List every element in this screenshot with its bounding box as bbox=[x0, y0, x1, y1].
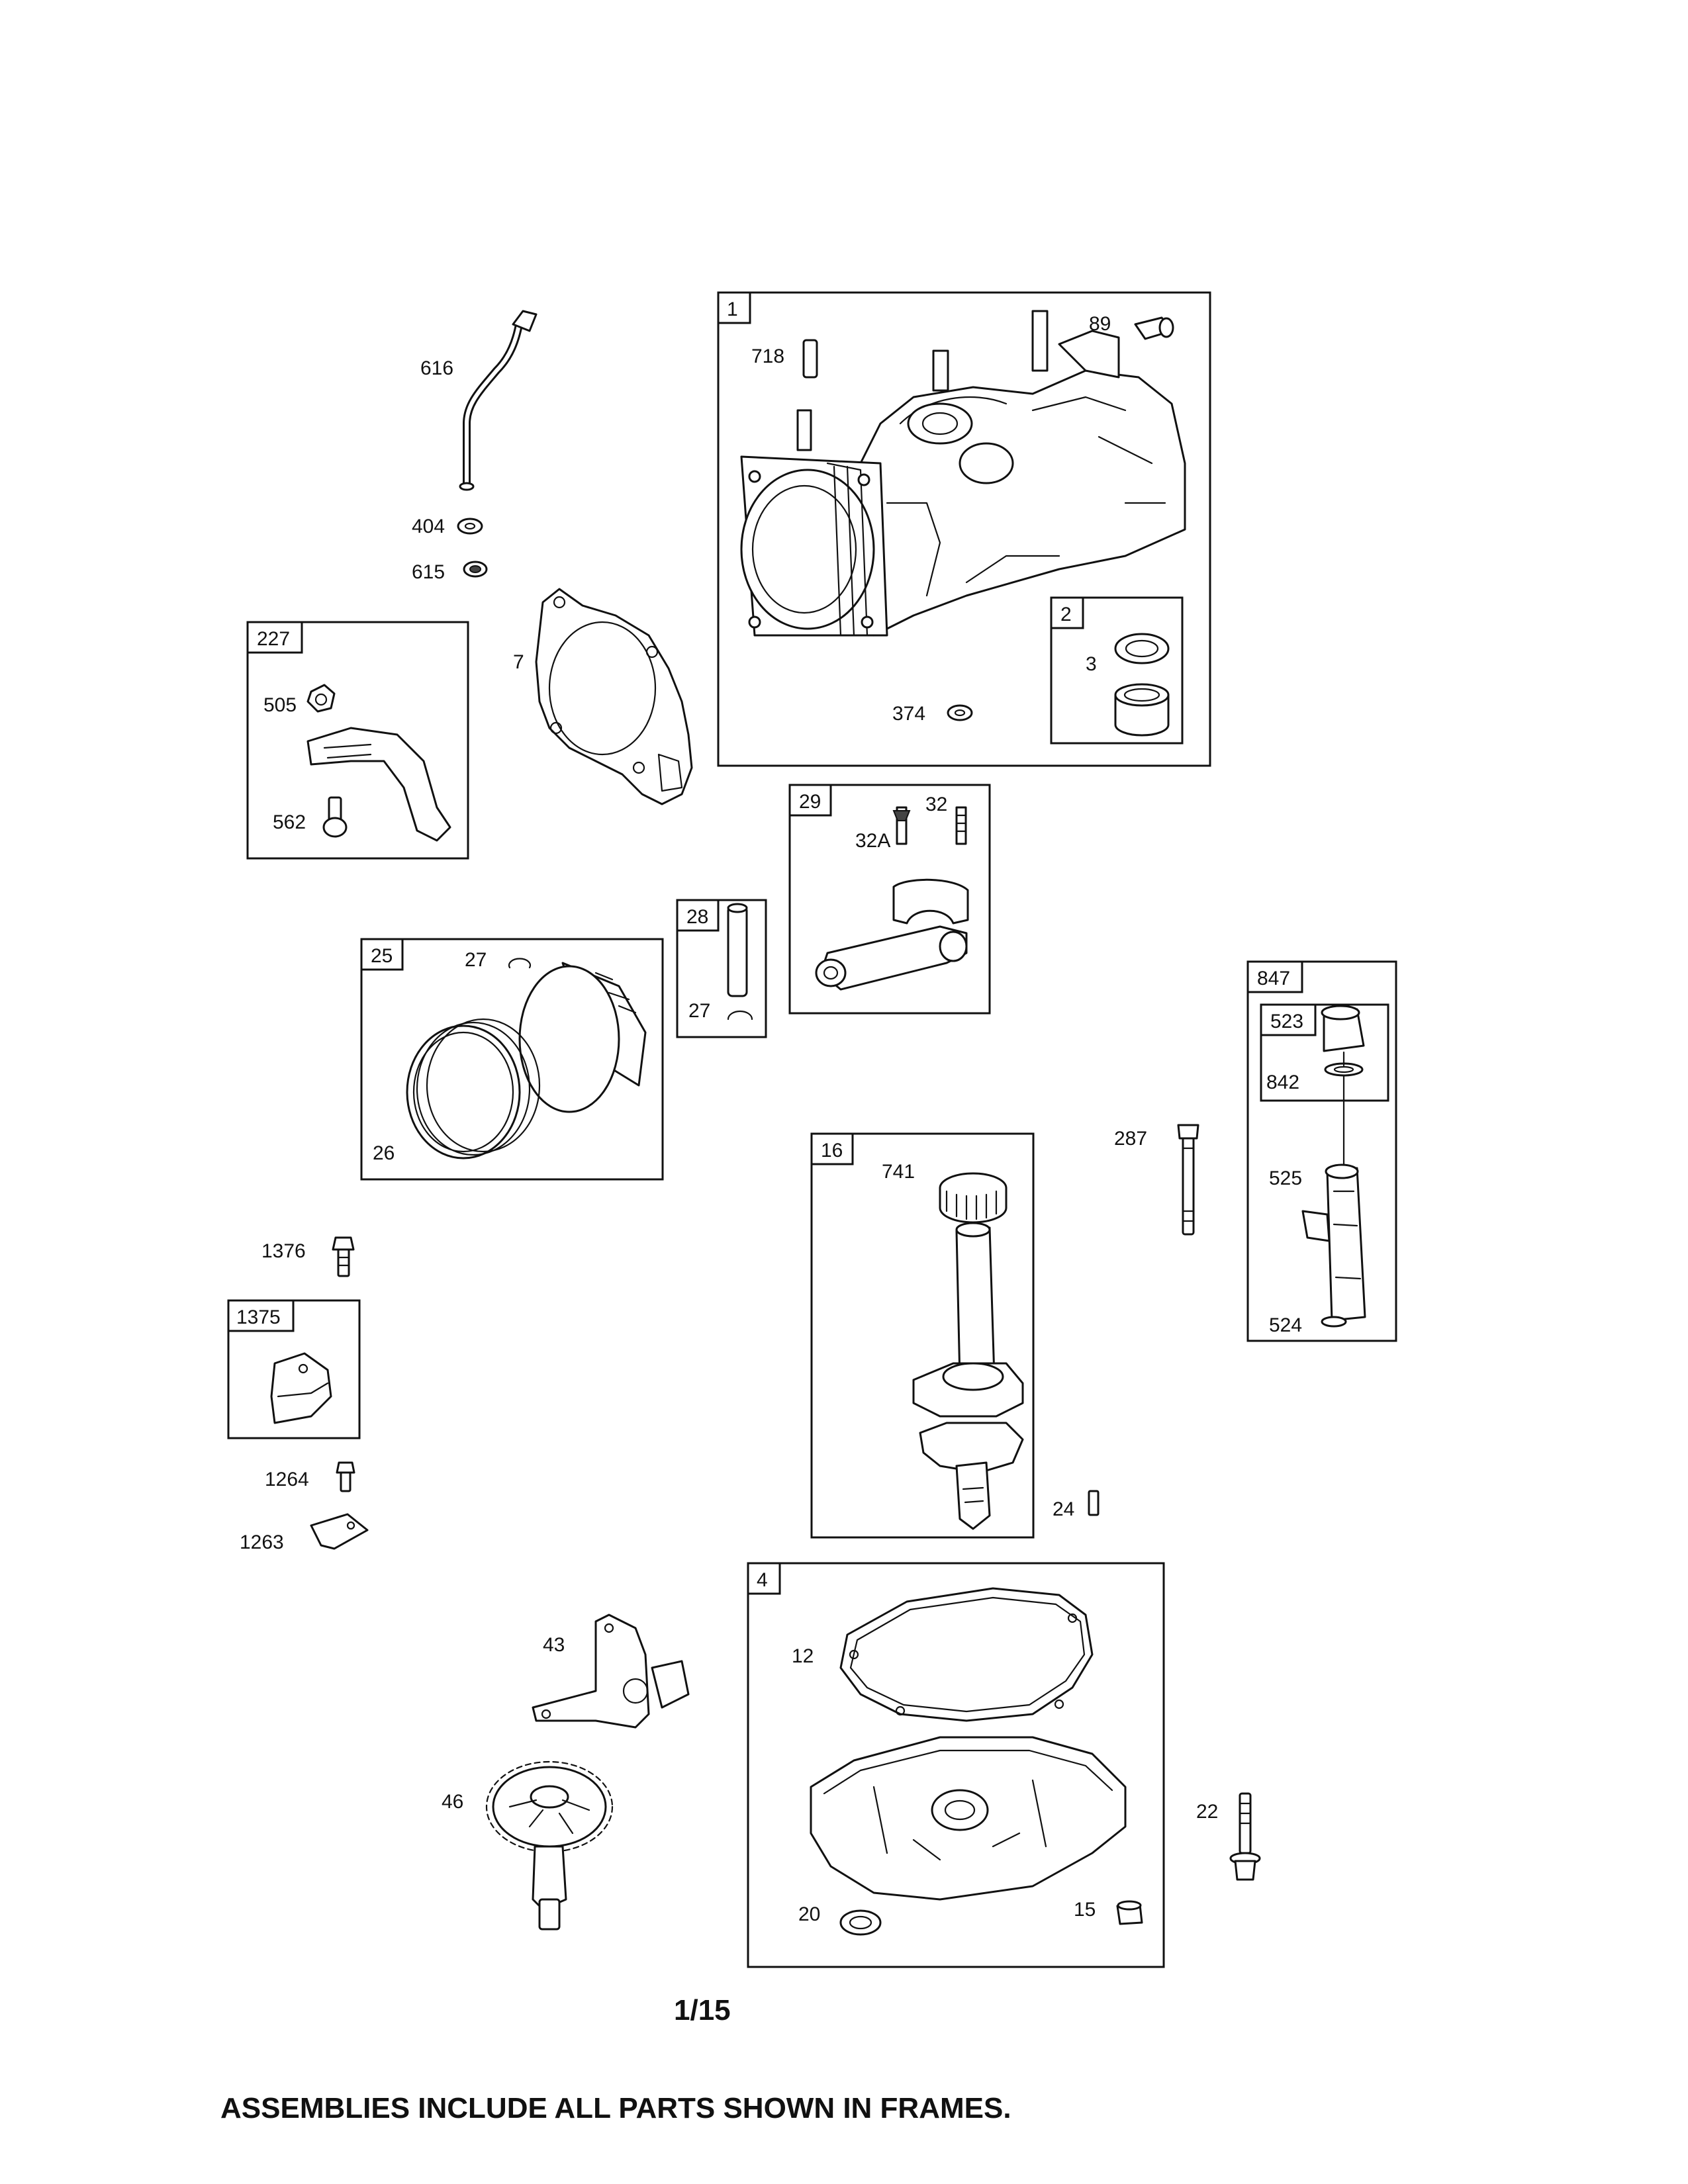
frame-tag-1: 1 bbox=[727, 298, 738, 320]
callout-12: 12 bbox=[792, 1645, 814, 1667]
callout-404: 404 bbox=[412, 516, 445, 537]
callout-22: 22 bbox=[1196, 1801, 1218, 1823]
connecting-rod-illustration bbox=[815, 806, 969, 991]
callout-32A: 32A bbox=[855, 830, 890, 852]
footer-note: ASSEMBLIES INCLUDE ALL PARTS SHOWN IN FR… bbox=[220, 2092, 1011, 2124]
piston-pin-illustration bbox=[727, 903, 753, 1021]
bolt-22-illustration bbox=[1229, 1792, 1261, 1881]
frame-tag-523: 523 bbox=[1270, 1011, 1303, 1032]
frame-tag-847: 847 bbox=[1257, 968, 1290, 989]
assembly-frame-523[interactable]: 523 bbox=[1260, 1003, 1389, 1102]
governor-lever-illustration bbox=[306, 684, 451, 842]
assembly-frame-4[interactable]: 4 bbox=[747, 1562, 1165, 1968]
assembly-frame-28[interactable]: 28 bbox=[676, 899, 767, 1038]
callout-89: 89 bbox=[1089, 313, 1111, 335]
frame-tag-25: 25 bbox=[371, 945, 393, 967]
frame-tag-28: 28 bbox=[686, 906, 708, 928]
frame-tag-29: 29 bbox=[799, 791, 821, 813]
assembly-frame-2[interactable]: 2 bbox=[1050, 596, 1184, 745]
callout-27-piston-clip: 27 bbox=[465, 949, 487, 971]
assembly-frame-29[interactable]: 29 bbox=[788, 784, 991, 1015]
callout-20: 20 bbox=[798, 1903, 820, 1925]
frame-tag-227: 227 bbox=[257, 628, 290, 650]
frame-tag-4: 4 bbox=[757, 1569, 768, 1591]
dipstick-tube-illustration bbox=[459, 310, 538, 491]
cam-gear-46-illustration bbox=[485, 1760, 614, 1931]
cylinder-block-illustration bbox=[740, 310, 1186, 721]
assembly-frame-847[interactable]: 847 bbox=[1246, 960, 1397, 1342]
callout-43: 43 bbox=[543, 1634, 565, 1656]
callout-32: 32 bbox=[925, 794, 947, 815]
callout-1264: 1264 bbox=[265, 1469, 309, 1490]
screw-1264-illustration bbox=[336, 1461, 355, 1492]
callout-27-pin-clip: 27 bbox=[688, 1000, 710, 1022]
callout-741: 741 bbox=[882, 1161, 915, 1183]
washer-404-illustration bbox=[457, 518, 483, 535]
stud-287-illustration bbox=[1177, 1124, 1199, 1236]
callout-562: 562 bbox=[273, 811, 306, 833]
bracket-1263-illustration bbox=[310, 1513, 369, 1550]
frame-tag-2: 2 bbox=[1060, 604, 1072, 625]
crankshaft-illustration bbox=[912, 1172, 1100, 1530]
piston-and-rings-illustration bbox=[406, 958, 647, 1160]
assembly-frame-25[interactable]: 25 bbox=[360, 938, 664, 1181]
sump-and-gasket-illustration bbox=[810, 1587, 1143, 1936]
assembly-frame-1[interactable]: 1 bbox=[717, 291, 1211, 767]
assembly-frame-1375[interactable]: 1375 bbox=[227, 1299, 361, 1439]
callout-1263: 1263 bbox=[240, 1531, 284, 1553]
air-guide-illustration bbox=[270, 1352, 332, 1424]
callout-842: 842 bbox=[1266, 1071, 1299, 1093]
head-gasket-illustration bbox=[535, 588, 693, 805]
callout-1376: 1376 bbox=[261, 1240, 306, 1262]
callout-524: 524 bbox=[1269, 1314, 1302, 1336]
frame-tag-16: 16 bbox=[821, 1140, 843, 1161]
governor-plate-43-illustration bbox=[532, 1614, 690, 1729]
bolt-1376-illustration bbox=[332, 1236, 355, 1277]
callout-46: 46 bbox=[442, 1791, 463, 1813]
seal-615-illustration bbox=[463, 561, 488, 578]
callout-15: 15 bbox=[1074, 1899, 1096, 1921]
assembly-frame-227[interactable]: 227 bbox=[246, 621, 469, 860]
callout-24: 24 bbox=[1053, 1498, 1074, 1520]
callout-525: 525 bbox=[1269, 1167, 1302, 1189]
seal-and-bushing-illustration bbox=[1114, 633, 1170, 737]
callout-615: 615 bbox=[412, 561, 445, 583]
callout-718: 718 bbox=[751, 345, 784, 367]
oil-fill-cap-illustration bbox=[1301, 1005, 1366, 1328]
page-number: 1/15 bbox=[674, 1994, 731, 2026]
callout-287: 287 bbox=[1114, 1128, 1147, 1150]
callout-3: 3 bbox=[1086, 653, 1097, 675]
callout-505: 505 bbox=[263, 694, 297, 716]
callout-374: 374 bbox=[892, 703, 925, 725]
callout-7: 7 bbox=[513, 651, 524, 673]
assembly-frame-16[interactable]: 16 bbox=[810, 1132, 1035, 1539]
callout-616: 616 bbox=[420, 357, 453, 379]
callout-26: 26 bbox=[373, 1142, 395, 1164]
frame-tag-1375: 1375 bbox=[236, 1306, 281, 1328]
